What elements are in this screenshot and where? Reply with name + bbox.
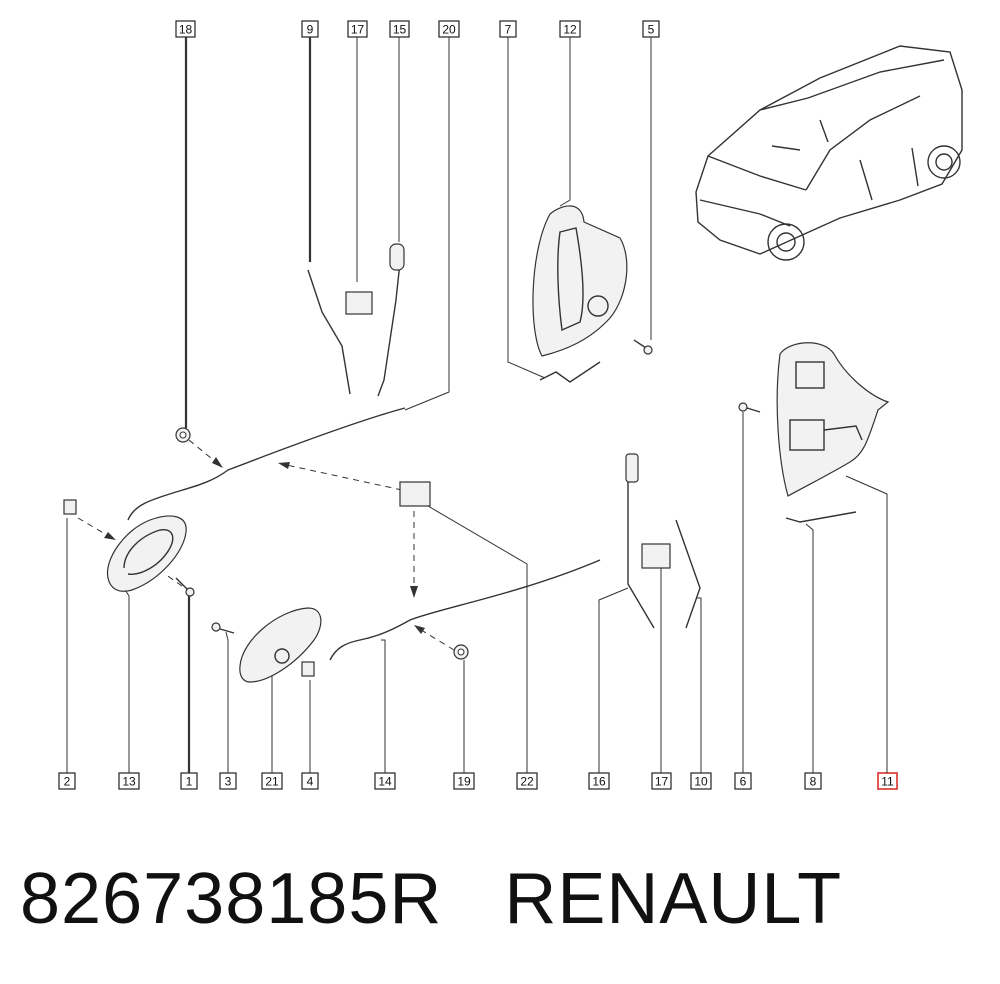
callout-1[interactable]: 1 (180, 772, 198, 790)
callout-20[interactable]: 20 (438, 20, 460, 38)
clip-18-icon (175, 427, 191, 443)
callout-7[interactable]: 7 (499, 20, 517, 38)
lock-assembly-11 (776, 342, 890, 497)
callout-18[interactable]: 18 (175, 20, 196, 38)
callout-3[interactable]: 3 (219, 772, 237, 790)
svg-text:18: 18 (179, 23, 193, 37)
svg-text:2: 2 (64, 775, 71, 789)
callout-4[interactable]: 4 (301, 772, 319, 790)
svg-text:4: 4 (307, 775, 314, 789)
callout-13[interactable]: 13 (118, 772, 140, 790)
svg-text:13: 13 (122, 775, 136, 789)
svg-text:17: 17 (351, 23, 365, 37)
clip-22-icon (399, 481, 431, 507)
callout-14[interactable]: 14 (374, 772, 396, 790)
svg-text:3: 3 (225, 775, 232, 789)
svg-text:5: 5 (648, 23, 655, 37)
svg-text:16: 16 (592, 775, 606, 789)
callout-9[interactable]: 9 (301, 20, 319, 38)
callout-10[interactable]: 10 (690, 772, 712, 790)
svg-text:22: 22 (520, 775, 534, 789)
svg-text:1: 1 (186, 775, 193, 789)
fasteners (63, 243, 761, 677)
svg-text:7: 7 (505, 23, 512, 37)
callout-17-top[interactable]: 17 (347, 20, 368, 38)
callout-2[interactable]: 2 (58, 772, 76, 790)
inner-handle-13 (106, 515, 187, 592)
callout-15[interactable]: 15 (389, 20, 410, 38)
brand-name: RENAULT (504, 859, 843, 939)
svg-text:12: 12 (563, 23, 577, 37)
callout-22[interactable]: 22 (516, 772, 538, 790)
screw-6-icon (738, 402, 761, 413)
clip-2-icon (63, 499, 77, 515)
callout-17-bottom[interactable]: 17 (651, 772, 672, 790)
grommet-15-icon (389, 243, 405, 271)
svg-text:17: 17 (655, 775, 669, 789)
clip-17-top-icon (345, 291, 373, 315)
svg-text:15: 15 (393, 23, 407, 37)
svg-text:9: 9 (307, 23, 314, 37)
screw-1-icon (175, 577, 195, 597)
callout-16[interactable]: 16 (588, 772, 610, 790)
callout-12[interactable]: 12 (559, 20, 581, 38)
svg-text:6: 6 (740, 775, 747, 789)
leader-lines (66, 37, 888, 773)
callout-8[interactable]: 8 (804, 772, 822, 790)
screw-5-icon (633, 339, 653, 355)
clip-17-bottom-icon (641, 543, 671, 569)
svg-text:20: 20 (442, 23, 456, 37)
clip-19-icon (453, 644, 469, 660)
handle-housing-12 (532, 205, 628, 357)
clip-4-icon (301, 661, 315, 677)
svg-text:10: 10 (694, 775, 708, 789)
screw-3-icon (211, 622, 235, 634)
grommet-16-icon (625, 453, 639, 483)
assembly-arrows (77, 439, 455, 651)
callout-6[interactable]: 6 (734, 772, 752, 790)
svg-text:8: 8 (810, 775, 817, 789)
svg-text:19: 19 (457, 775, 471, 789)
svg-text:14: 14 (378, 775, 392, 789)
inner-handle-21 (239, 607, 322, 683)
callout-21[interactable]: 21 (261, 772, 283, 790)
rods-and-cables (127, 261, 857, 661)
svg-text:21: 21 (265, 775, 279, 789)
callout-19[interactable]: 19 (453, 772, 475, 790)
callout-11-highlighted[interactable]: 11 (877, 772, 898, 790)
part-number: 826738185R (20, 859, 443, 939)
callout-5[interactable]: 5 (642, 20, 660, 38)
svg-text:11: 11 (881, 775, 894, 789)
vehicle-thumbnail (695, 45, 963, 261)
caption: 826738185R RENAULT (20, 858, 842, 940)
